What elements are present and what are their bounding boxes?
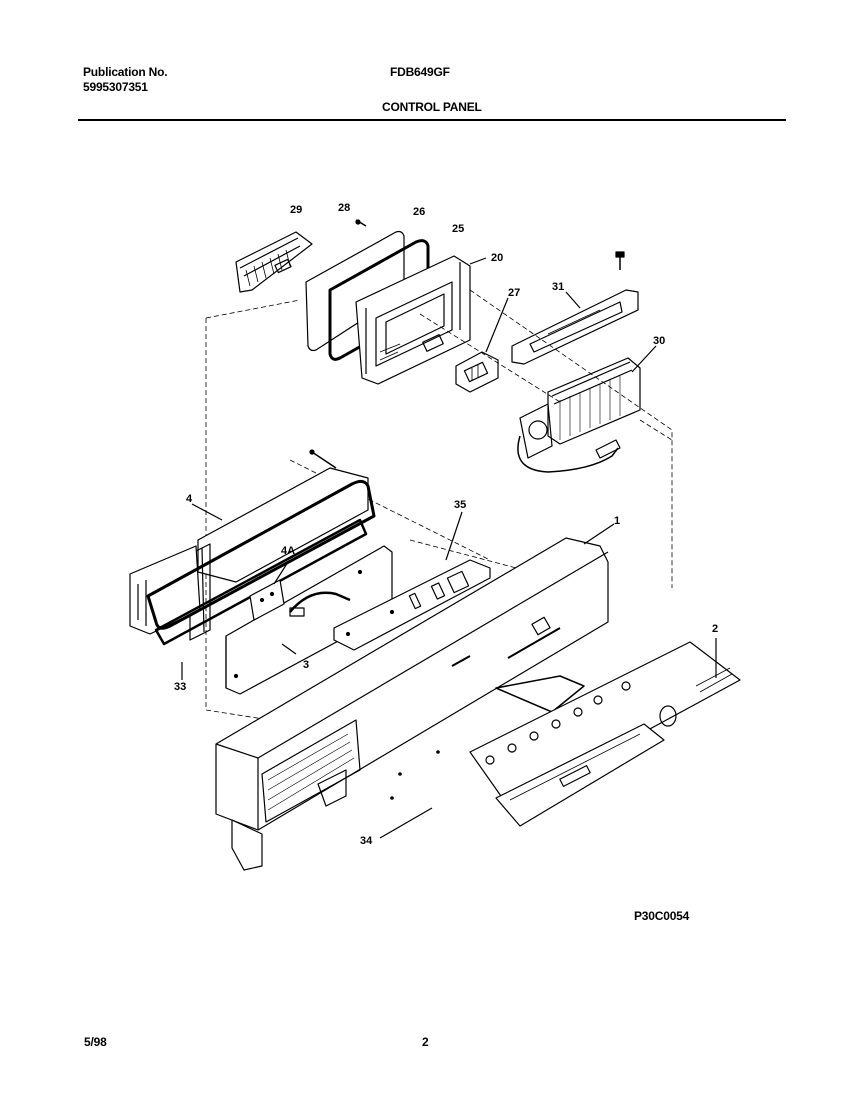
header-rule (78, 119, 786, 121)
callout-1: 1 (614, 515, 620, 527)
callout-30: 30 (653, 335, 665, 347)
callout-29: 29 (290, 204, 302, 216)
callout-4: 4 (186, 493, 193, 505)
assembly-guide-lines (205, 289, 673, 721)
part-1-console (215, 537, 609, 871)
callout-4a: 4A (281, 545, 295, 557)
callout-27: 27 (508, 287, 520, 299)
page-number: 2 (422, 1035, 429, 1049)
part-27-switch (455, 351, 499, 393)
callout-33: 33 (174, 681, 186, 693)
part-33-gasket (146, 479, 376, 630)
model-number: FDB649GF (390, 65, 450, 79)
callout-3: 3 (303, 659, 309, 671)
part-31-lens (511, 289, 639, 365)
part-4-housing (129, 467, 369, 641)
part-29-module (235, 231, 313, 293)
publication-label: Publication No. (83, 65, 168, 79)
callout-25: 25 (452, 223, 464, 235)
callout-2: 2 (712, 623, 718, 635)
callout-26: 26 (413, 206, 425, 218)
section-title: CONTROL PANEL (382, 100, 482, 114)
callout-28: 28 (338, 202, 350, 214)
part-35-plate (333, 559, 491, 651)
part-4a-board (249, 579, 285, 621)
drawing-code: P30C0054 (634, 909, 690, 923)
footer-date: 5/98 (84, 1035, 107, 1049)
callout-35: 35 (454, 499, 466, 511)
part-34-overlay (495, 723, 665, 827)
publication-number: 5995307351 (83, 80, 148, 94)
callout-20: 20 (491, 252, 503, 264)
callout-31: 31 (552, 281, 564, 293)
part-30-board (517, 357, 641, 473)
callout-34: 34 (360, 835, 373, 847)
part-20-housing (355, 255, 471, 385)
